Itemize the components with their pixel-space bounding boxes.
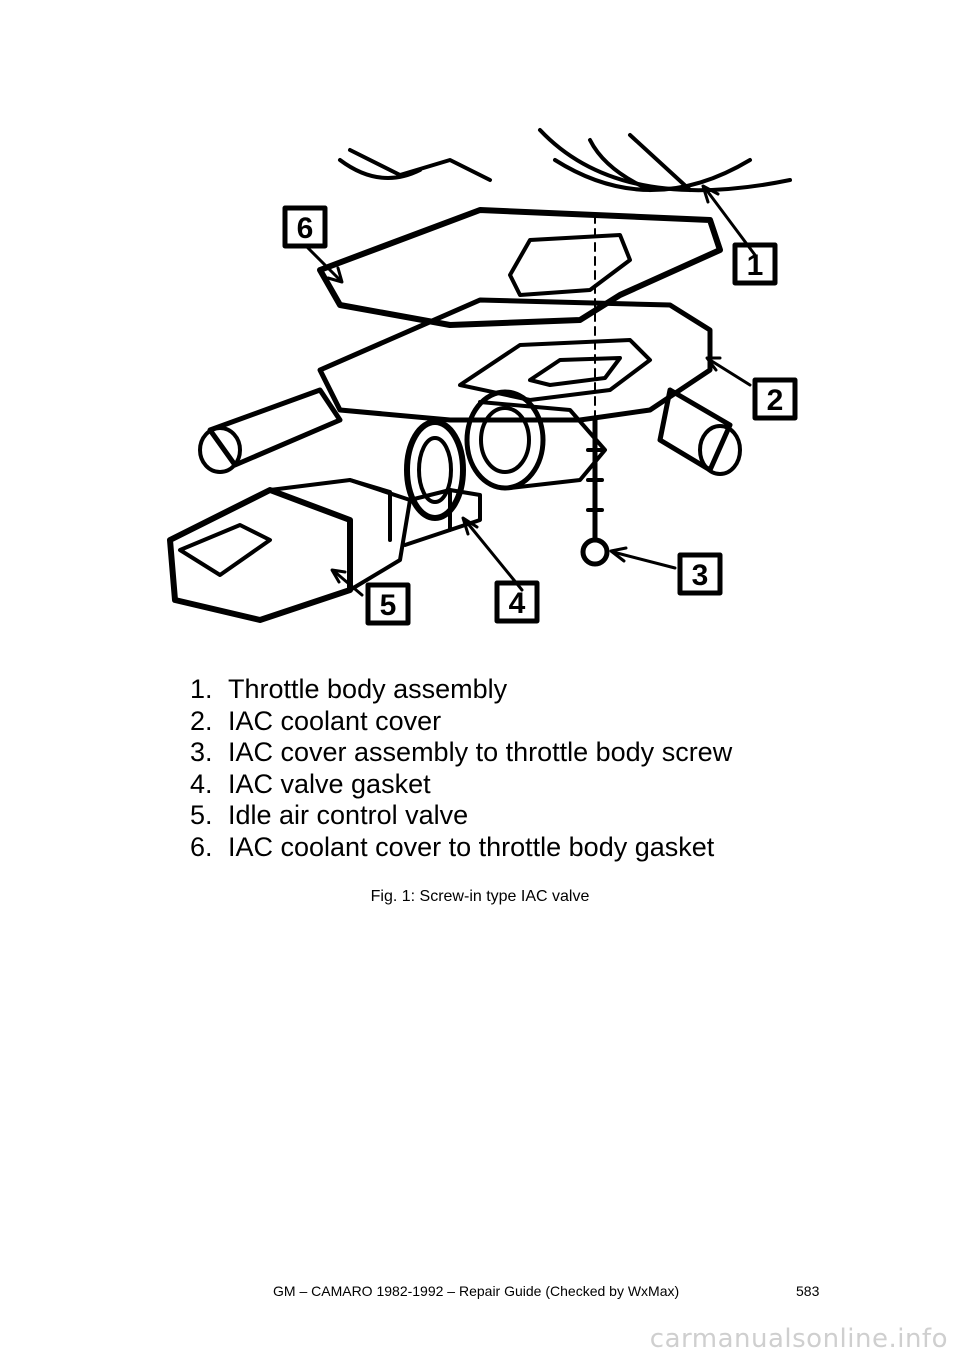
callout-3: 3	[692, 559, 709, 592]
callout-6: 6	[297, 212, 314, 245]
legend-text: IAC coolant cover	[228, 705, 442, 736]
legend-item: 5. Idle air control valve	[190, 800, 732, 832]
legend-number: 2.	[190, 705, 213, 736]
figure-caption: Fig. 1: Screw-in type IAC valve	[370, 888, 590, 905]
legend-item: 6. IAC coolant cover to throttle body gas…	[190, 832, 732, 864]
legend-number: 5.	[190, 800, 213, 830]
watermark: carmanualsonline.info	[649, 1324, 948, 1354]
legend-number: 6.	[190, 831, 213, 862]
parts-legend: 1. Throttle body assembly 2. IAC coolant c…	[190, 674, 732, 863]
callout-4: 4	[509, 587, 526, 620]
diagram-canvas: 6 1 2 3 4 5	[167, 128, 798, 626]
legend-text: IAC valve gasket	[228, 768, 431, 799]
legend-number: 3.	[190, 737, 213, 767]
legend-text: Idle air control valve	[228, 800, 469, 830]
footer-title: GM – CAMARO 1982-1992 – Repair Guide (Ch…	[273, 1283, 680, 1299]
legend-text: Throttle body assembly	[228, 674, 508, 704]
legend-number: 1.	[190, 674, 213, 704]
legend-item: 4. IAC valve gasket	[190, 769, 732, 801]
callout-1: 1	[747, 249, 764, 282]
iac-valve-diagram: 6 1 2 3 4 5	[150, 120, 830, 640]
legend-item: 1. Throttle body assembly	[190, 674, 732, 706]
legend-text: IAC coolant cover to throttle body gaske…	[228, 831, 715, 862]
legend-number: 4.	[190, 768, 213, 799]
legend-text: IAC cover assembly to throttle body scre…	[228, 737, 733, 767]
callout-2: 2	[767, 384, 784, 417]
callout-5: 5	[380, 589, 397, 622]
page-number: 583	[796, 1283, 820, 1299]
legend-item: 2. IAC coolant cover	[190, 706, 732, 738]
legend-item: 3. IAC cover assembly to throttle body sc…	[190, 737, 732, 769]
